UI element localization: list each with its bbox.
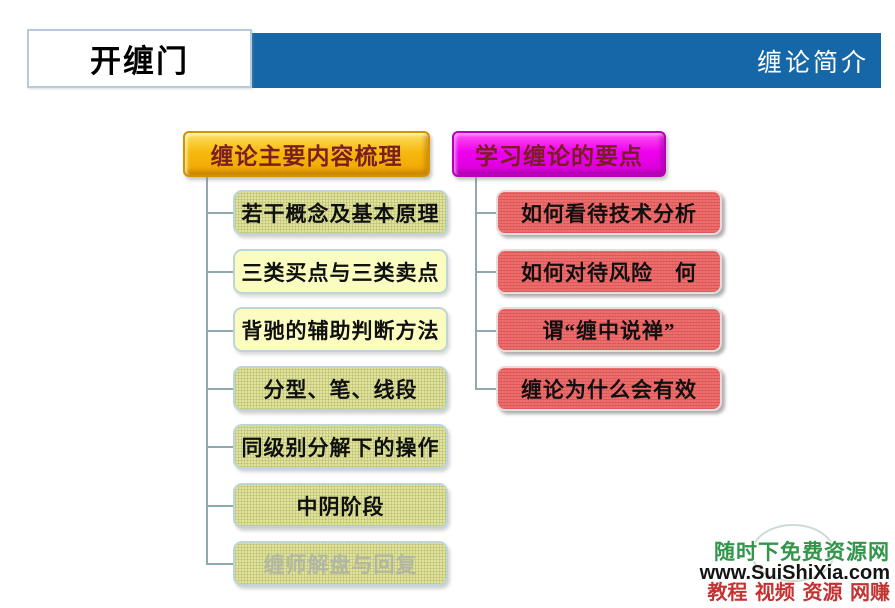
right-column-title: 学习缠论的要点	[475, 144, 643, 169]
left-tree-branch	[206, 212, 233, 214]
watermark-site-url: www.SuiShiXia.com	[699, 562, 890, 584]
list-item-label: 谓“缠中说禅”	[542, 318, 676, 343]
left-tree-branch	[206, 330, 233, 332]
left-tree-branch	[206, 563, 233, 565]
list-item-label: 分型、笔、线段	[263, 377, 418, 402]
list-item-label: 同级别分解下的操作	[241, 435, 440, 460]
right-column-header: 学习缠论的要点	[452, 131, 666, 177]
right-tree-branch	[475, 388, 496, 390]
left-tree-branch	[206, 271, 233, 273]
list-item: 缠师解盘与回复	[233, 541, 448, 586]
watermark: 随时下免费资源网 www.SuiShiXia.com 教程 视频 资源 网赚	[680, 524, 890, 604]
list-item-label: 缠师解盘与回复	[263, 552, 418, 577]
list-item: 中阴阶段	[233, 483, 448, 528]
list-item: 谓“缠中说禅”	[496, 307, 722, 352]
title-bar: 缠论简介	[252, 33, 881, 88]
list-item: 如何看待技术分析	[496, 190, 722, 235]
list-item-label: 若干概念及基本原理	[241, 201, 440, 226]
list-item: 分型、笔、线段	[233, 366, 448, 411]
list-item-label: 背驰的辅助判断方法	[241, 318, 440, 343]
right-tree-branch	[475, 271, 496, 273]
watermark-tagline: 教程 视频 资源 网赚	[707, 582, 890, 604]
list-item-label: 如何对待风险 何	[521, 260, 697, 285]
left-column-header: 缠论主要内容梳理	[183, 131, 430, 177]
right-tree-branch	[475, 212, 496, 214]
list-item: 如何对待风险 何	[496, 249, 722, 294]
right-tree-trunk	[475, 177, 477, 389]
left-tree-branch	[206, 505, 233, 507]
list-item: 背驰的辅助判断方法	[233, 307, 448, 352]
right-tree-branch	[475, 330, 496, 332]
left-tree-branch	[206, 446, 233, 448]
slide-title: 缠论简介	[756, 49, 869, 77]
list-item-label: 缠论为什么会有效	[521, 377, 697, 402]
watermark-site-name: 随时下免费资源网	[714, 541, 890, 564]
list-item: 三类买点与三类卖点	[233, 249, 448, 294]
left-tree-trunk	[206, 177, 208, 564]
slide-badge-label: 开缠门	[90, 44, 189, 79]
left-tree-branch	[206, 388, 233, 390]
list-item: 若干概念及基本原理	[233, 190, 448, 235]
list-item-label: 三类买点与三类卖点	[241, 260, 440, 285]
watermark-ellipse-logo	[751, 524, 835, 582]
list-item: 缠论为什么会有效	[496, 366, 722, 411]
list-item-label: 中阴阶段	[296, 494, 385, 519]
list-item: 同级别分解下的操作	[233, 424, 448, 469]
slide-badge: 开缠门	[27, 29, 252, 88]
left-column-title: 缠论主要内容梳理	[210, 144, 403, 169]
list-item-label: 如何看待技术分析	[521, 201, 697, 226]
